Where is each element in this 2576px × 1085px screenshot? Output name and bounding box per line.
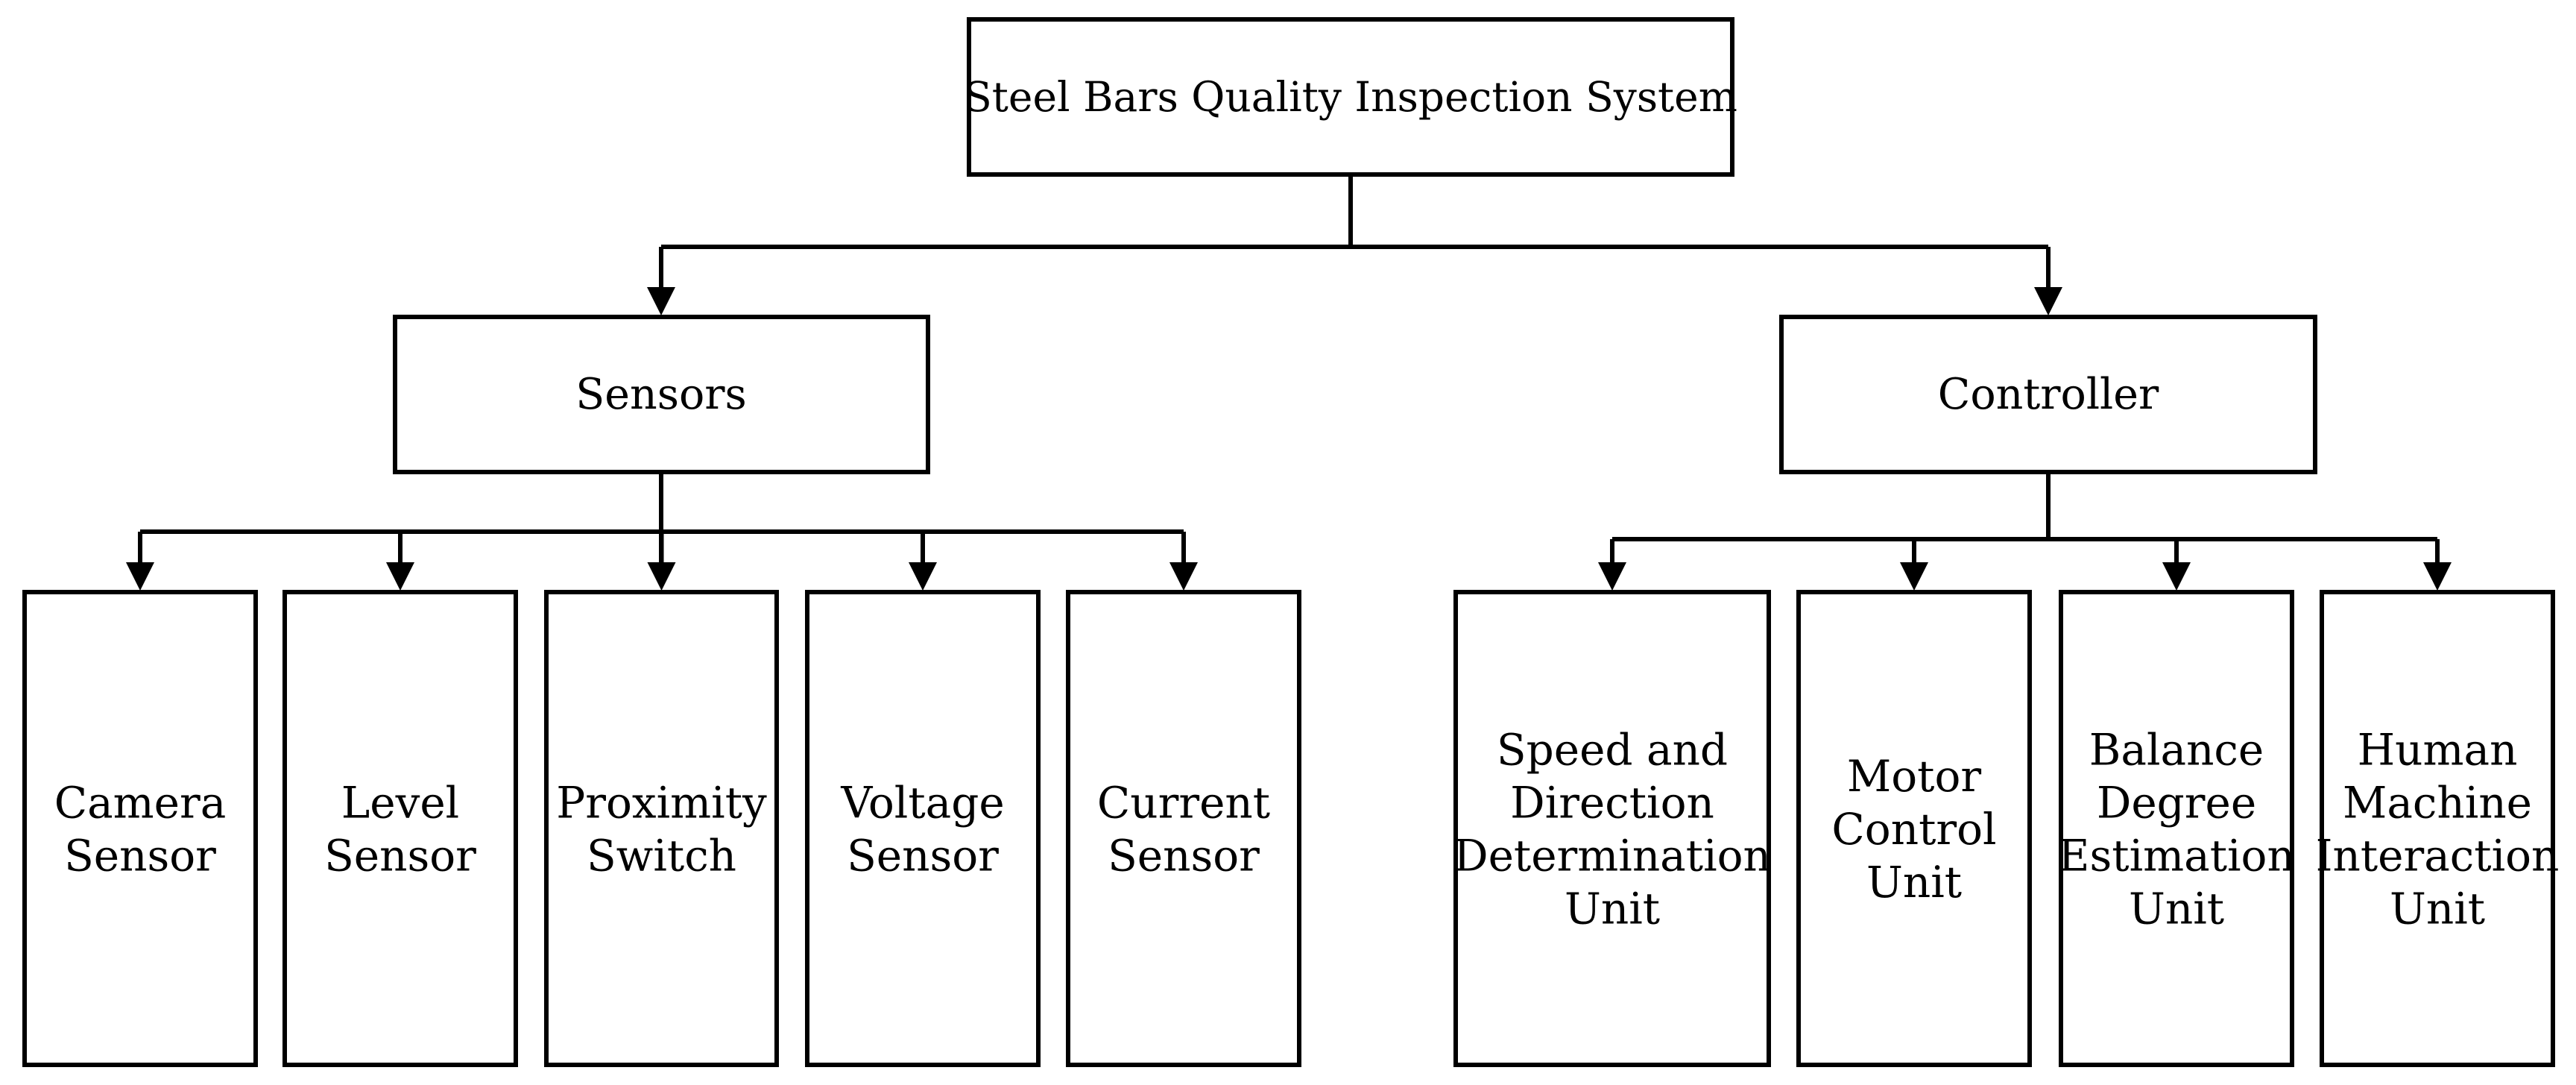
leaf-arrow-icon (647, 562, 676, 591)
leaf-arrow-icon (1900, 562, 1928, 591)
root-label: Steel Bars Quality Inspection System (964, 73, 1737, 121)
leaf-label-line: Balance (2089, 725, 2264, 776)
leaf-arrow-icon (2423, 562, 2452, 591)
controller-label: Controller (1938, 370, 2159, 419)
connectors (126, 174, 2452, 591)
leaf-nodes: CameraSensorLevelSensorProximitySwitchVo… (22, 590, 2560, 1067)
sensors-arrow-icon (647, 287, 675, 315)
root-node: Steel Bars Quality Inspection System (964, 17, 1737, 177)
leaf-label-line: Degree (2097, 778, 2256, 828)
leaf-arrow-icon (1598, 562, 1626, 591)
leaf-label-line: Unit (2390, 884, 2485, 934)
leaf-label-line: Motor (1847, 751, 1982, 802)
leaf-label-line: Sensor (1108, 831, 1260, 881)
leaf-label-line: Sensor (847, 831, 999, 881)
sensors-node: Sensors (393, 315, 930, 474)
leaf-arrow-icon (2162, 562, 2191, 591)
leaf-label-line: Current (1097, 778, 1270, 828)
leaf-label-line: Determination (1453, 831, 1771, 881)
leaf-label-line: Machine (2343, 778, 2532, 828)
leaf-label-line: Estimation (2058, 831, 2295, 881)
leaf-label-line: Interaction (2316, 831, 2560, 881)
leaf-label-line: Control (1831, 804, 1996, 855)
nodes: Steel Bars Quality Inspection System Sen… (22, 17, 2560, 1067)
leaf-arrow-icon (386, 562, 414, 591)
leaf-label-line: Voltage (840, 778, 1004, 828)
leaf-label-line: Sensor (64, 831, 216, 881)
sensors-label: Sensors (575, 370, 747, 419)
leaf-arrow-icon (126, 562, 154, 591)
leaf-label-line: Unit (1565, 884, 1660, 934)
leaf-label-line: Human (2358, 725, 2518, 776)
leaf-label-line: Speed and (1497, 725, 1728, 776)
leaf-arrow-icon (909, 562, 937, 591)
controller-arrow-icon (2034, 287, 2062, 315)
leaf-label-line: Camera (54, 778, 227, 828)
leaf-arrow-icon (1169, 562, 1198, 591)
leaf-label-line: Sensor (324, 831, 476, 881)
leaf-label-line: Unit (2129, 884, 2224, 934)
leaf-label-line: Level (341, 778, 459, 828)
leaf-label-line: Proximity (556, 778, 767, 828)
leaf-label-line: Direction (1510, 778, 1714, 828)
controller-node: Controller (1779, 315, 2317, 474)
leaf-label-line: Switch (587, 831, 736, 881)
leaf-label-line: Unit (1866, 857, 1962, 908)
